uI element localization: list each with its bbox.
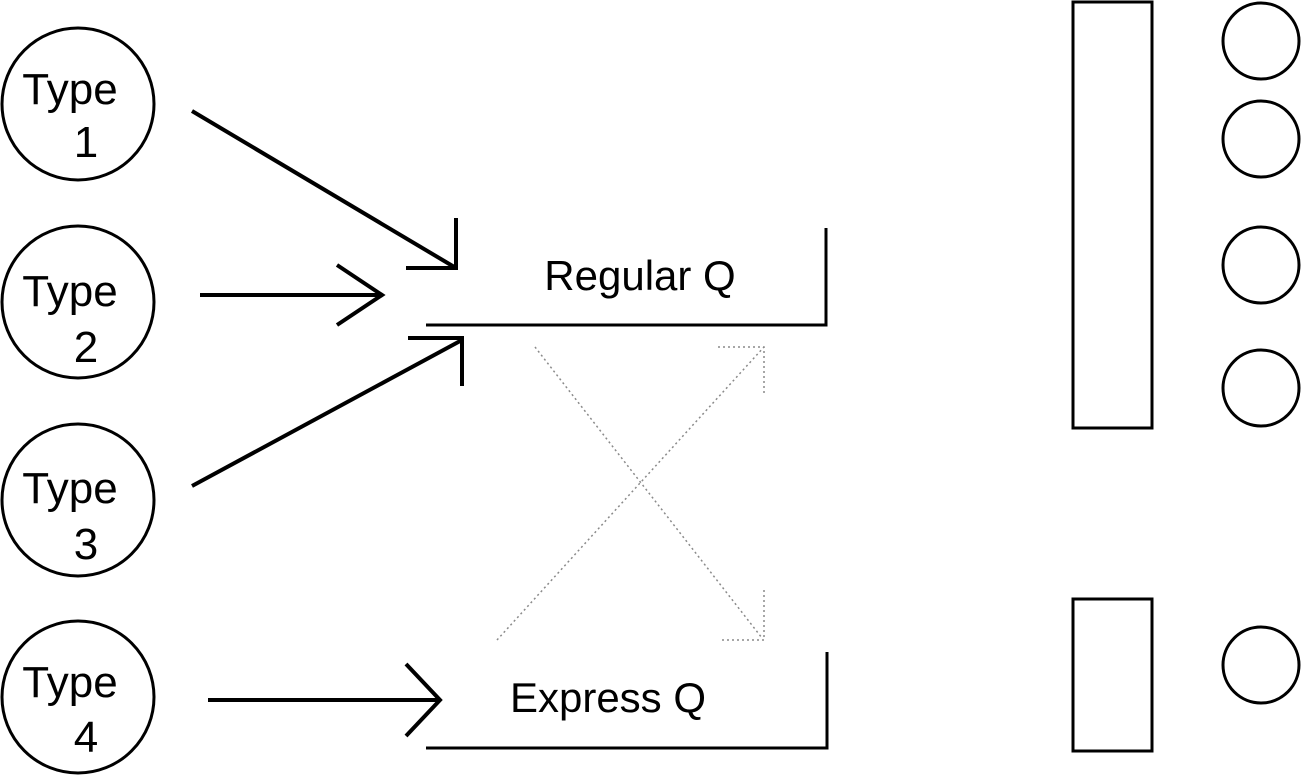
express-server-bank (1071, 597, 1154, 753)
source-type-2: Type 2 (0, 224, 156, 380)
express-queue: Express Q (426, 652, 829, 750)
source-type-2-line2: 2 (74, 323, 98, 372)
source-type-1: Type 1 (0, 26, 156, 182)
arrow-type4-to-express (208, 662, 443, 738)
regular-queue: Regular Q (426, 228, 828, 327)
dotted-arrow-express-to-regular (496, 346, 765, 641)
regular-server-1 (1221, 1, 1301, 81)
express-queue-label: Express Q (510, 674, 706, 721)
source-type-3-line2: 3 (74, 520, 98, 569)
regular-queue-label: Regular Q (544, 252, 735, 299)
regular-server-2 (1221, 99, 1301, 179)
arrow-type2-to-regular (200, 263, 386, 327)
source-type-1-line1: Type (22, 65, 117, 114)
arrow-type1-to-regular (190, 109, 458, 270)
express-server-1 (1221, 625, 1301, 705)
regular-server-bank (1071, 0, 1154, 430)
arrow-type3-to-regular (191, 336, 464, 488)
regular-server-3 (1221, 225, 1301, 305)
regular-server-4 (1221, 348, 1301, 428)
source-type-1-line2: 1 (74, 118, 98, 167)
source-type-2-line1: Type (22, 267, 117, 316)
dotted-arrow-regular-to-express (534, 346, 765, 641)
source-type-3: Type 3 (0, 422, 156, 578)
source-type-4: Type 4 (0, 619, 156, 775)
source-type-4-line2: 4 (74, 713, 98, 762)
source-type-3-line1: Type (22, 464, 117, 513)
source-type-4-line1: Type (22, 658, 117, 707)
